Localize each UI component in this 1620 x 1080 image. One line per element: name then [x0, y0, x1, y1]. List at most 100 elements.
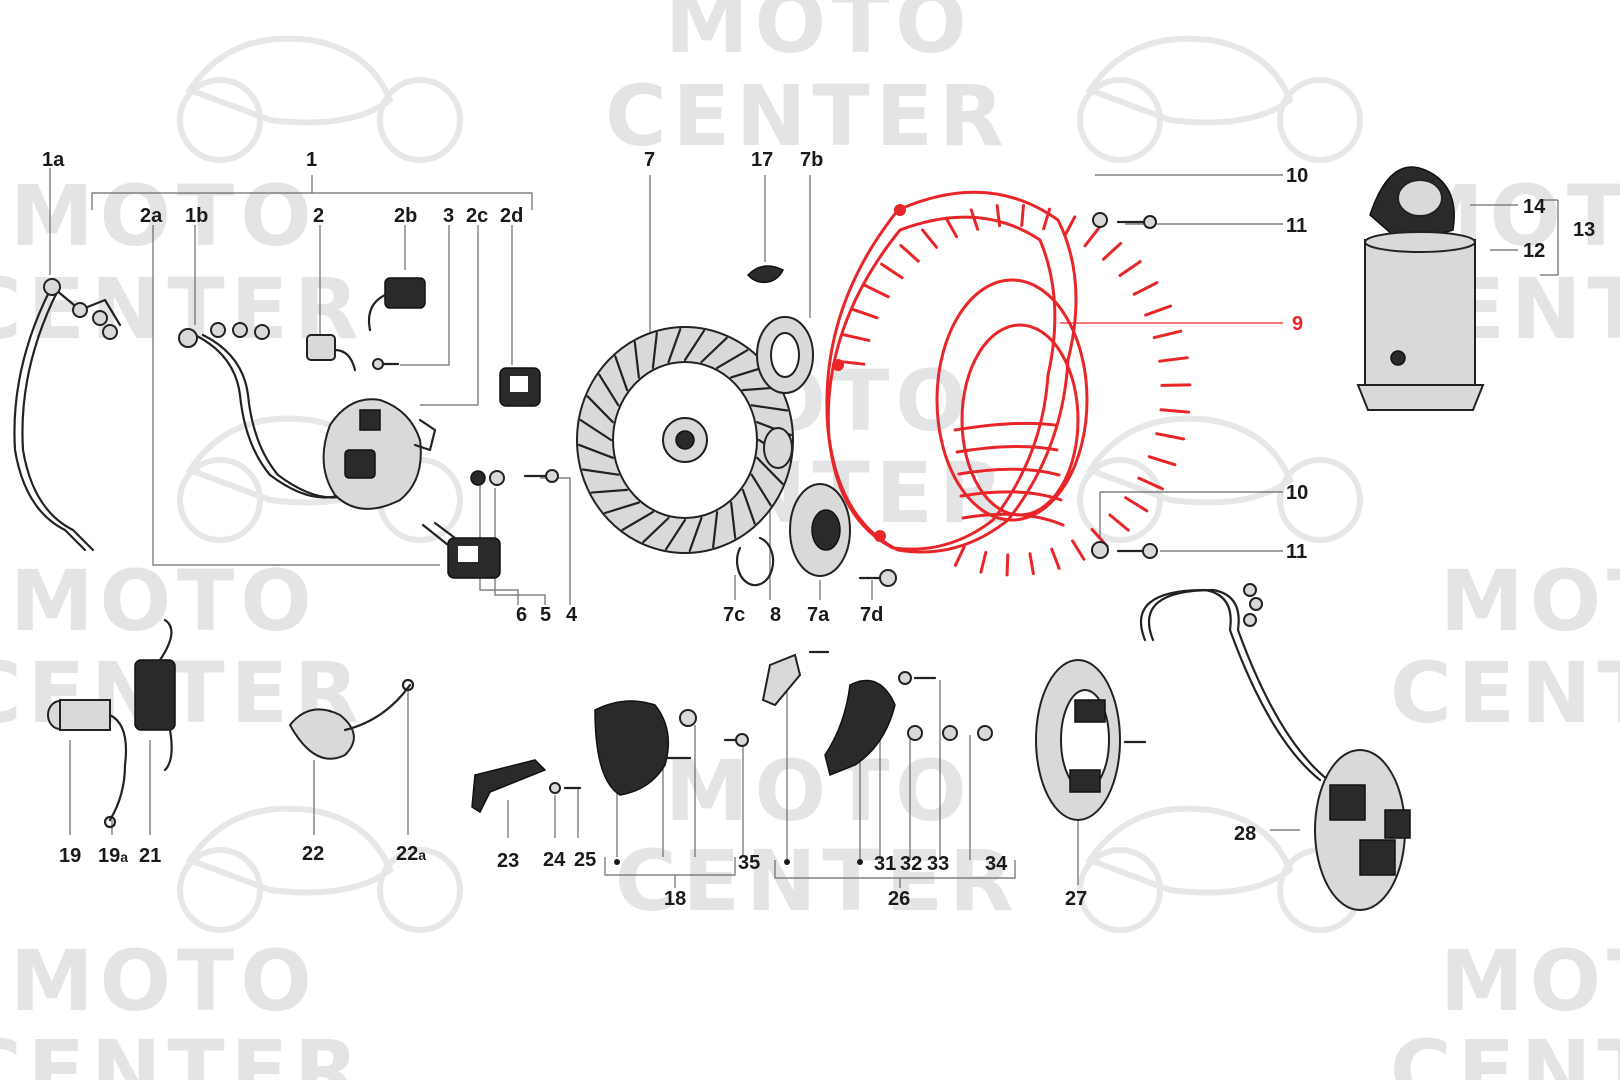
watermark-logo: MOTO CENTER: [615, 742, 1020, 930]
flywheel-fin: [581, 468, 620, 476]
flywheel-fin: [579, 419, 613, 442]
cover-rib: [953, 421, 1057, 432]
part-screws-10-11: [1091, 212, 1158, 559]
flywheel-fin: [590, 488, 629, 494]
callout-1: 1: [306, 149, 317, 171]
cover-hatch-line: [1160, 383, 1192, 387]
callout-7c: 7c: [723, 604, 745, 626]
part-circlip-7c: [736, 536, 775, 587]
cover-hatch-line: [880, 262, 904, 280]
callout-22a: 22a: [396, 843, 426, 865]
callout-18: 18: [664, 888, 686, 910]
callout-5: 5: [540, 604, 551, 626]
part-coil-2b: [367, 277, 426, 332]
part-contact-breaker-26: [761, 650, 993, 777]
watermark-text: CENTER: [605, 67, 1010, 165]
part-key-17: [746, 265, 785, 284]
watermark-scooter-icon: [177, 35, 1363, 933]
callout-17: 17: [751, 149, 773, 171]
callout-13: 13: [1573, 219, 1595, 241]
callout-21: 21: [139, 845, 161, 867]
callout-7a: 7a: [807, 604, 830, 626]
flywheel-fin: [730, 501, 737, 539]
cover-rib: [957, 467, 1061, 477]
callout-11-top: 11: [1286, 215, 1307, 237]
flywheel-fin: [604, 501, 640, 515]
callout-7b: 7b: [800, 149, 823, 171]
watermark-logo: MOTO CENTER: [1390, 552, 1620, 742]
watermark-text: MOTO: [10, 552, 318, 650]
watermark-text: CENTER: [615, 832, 1020, 930]
callout-1a: 1a: [42, 149, 65, 171]
cover-hatch-line: [1028, 552, 1035, 576]
cover-hatch-line: [1108, 513, 1130, 532]
callout-33: 33: [927, 853, 949, 875]
cover-hatch-line: [953, 544, 966, 567]
flywheel-fin: [712, 510, 719, 549]
callout-10-bottom: 10: [1286, 482, 1308, 504]
cover-hatch-line: [1158, 356, 1189, 363]
part-stator-1b: [178, 322, 437, 510]
cover-hatch-line: [1124, 496, 1149, 513]
part-stator-plate-27: [1035, 659, 1147, 821]
callout-4: 4: [566, 604, 578, 626]
watermark-logo: MOTO CENTER: [0, 552, 359, 742]
part-flywheel-7: [576, 326, 794, 554]
callout-7d: 7d: [860, 604, 883, 626]
callout-35: 35: [738, 852, 760, 874]
watermark-text: CENTER: [1390, 1022, 1620, 1080]
callout-11-bottom: 11: [1286, 541, 1307, 563]
watermark-logo: MOTO CENTER: [0, 167, 359, 358]
cover-hatch-line: [1155, 432, 1186, 441]
cover-hatch-line: [1083, 226, 1101, 248]
watermark-text: CENTER: [0, 1022, 365, 1080]
cover-hatch-line: [921, 228, 939, 249]
callout-26: 26: [888, 888, 910, 910]
callout-23: 23: [497, 850, 519, 872]
cover-rib: [959, 490, 1063, 502]
cover-hatch-line: [995, 204, 1002, 228]
watermark-text: MOTO: [665, 742, 973, 840]
part-washers-4-5-6: [470, 469, 559, 486]
callout-2d: 2d: [500, 205, 523, 227]
callout-14: 14: [1523, 196, 1546, 218]
flywheel-fin: [586, 395, 614, 424]
part-screw-3: [372, 358, 400, 370]
flywheel-fin: [651, 331, 658, 370]
cover-hatch-line: [1152, 329, 1183, 340]
cover-hatch-line: [1137, 476, 1164, 491]
flywheel-fin: [716, 349, 749, 370]
part-wiring-harness-1a: [13, 278, 122, 552]
cover-hatch-line: [979, 550, 988, 574]
watermark-logo: MOTO CENTER: [1390, 932, 1620, 1080]
callout-22: 22: [302, 843, 324, 865]
callout-27: 27: [1065, 888, 1087, 910]
part-gasket-7b: [756, 316, 814, 394]
callout-28: 28: [1234, 823, 1256, 845]
flywheel-fin: [621, 510, 654, 531]
callout-2c: 2c: [466, 205, 488, 227]
flywheel-fin: [750, 473, 772, 507]
flywheel-fin: [683, 329, 706, 362]
callout-19a: 19a: [98, 845, 128, 867]
watermark-text: MOTO: [1440, 932, 1620, 1030]
cover-rib: [961, 512, 1065, 527]
flywheel-fin: [642, 516, 670, 544]
part-bolt-7d: [858, 569, 897, 587]
cover-hatch-line: [1118, 260, 1142, 278]
part-stator-28: [1139, 583, 1411, 911]
part-starter-motor-12-13-14: [1356, 166, 1485, 411]
part-contact-breaker-18: [594, 700, 749, 796]
part-ring-8: [763, 427, 793, 469]
part-hub-7a: [789, 483, 851, 577]
callout-2b: 2b: [394, 205, 417, 227]
callout-25: 25: [574, 849, 596, 871]
cover-hatch-line: [1042, 207, 1052, 231]
cover-rib: [955, 444, 1059, 454]
callout-32: 32: [900, 853, 922, 875]
part-condenser-19: [47, 699, 128, 829]
cover-hatch-line: [944, 216, 959, 239]
callout-1b: 1b: [185, 205, 208, 227]
flywheel-fin: [700, 336, 728, 364]
